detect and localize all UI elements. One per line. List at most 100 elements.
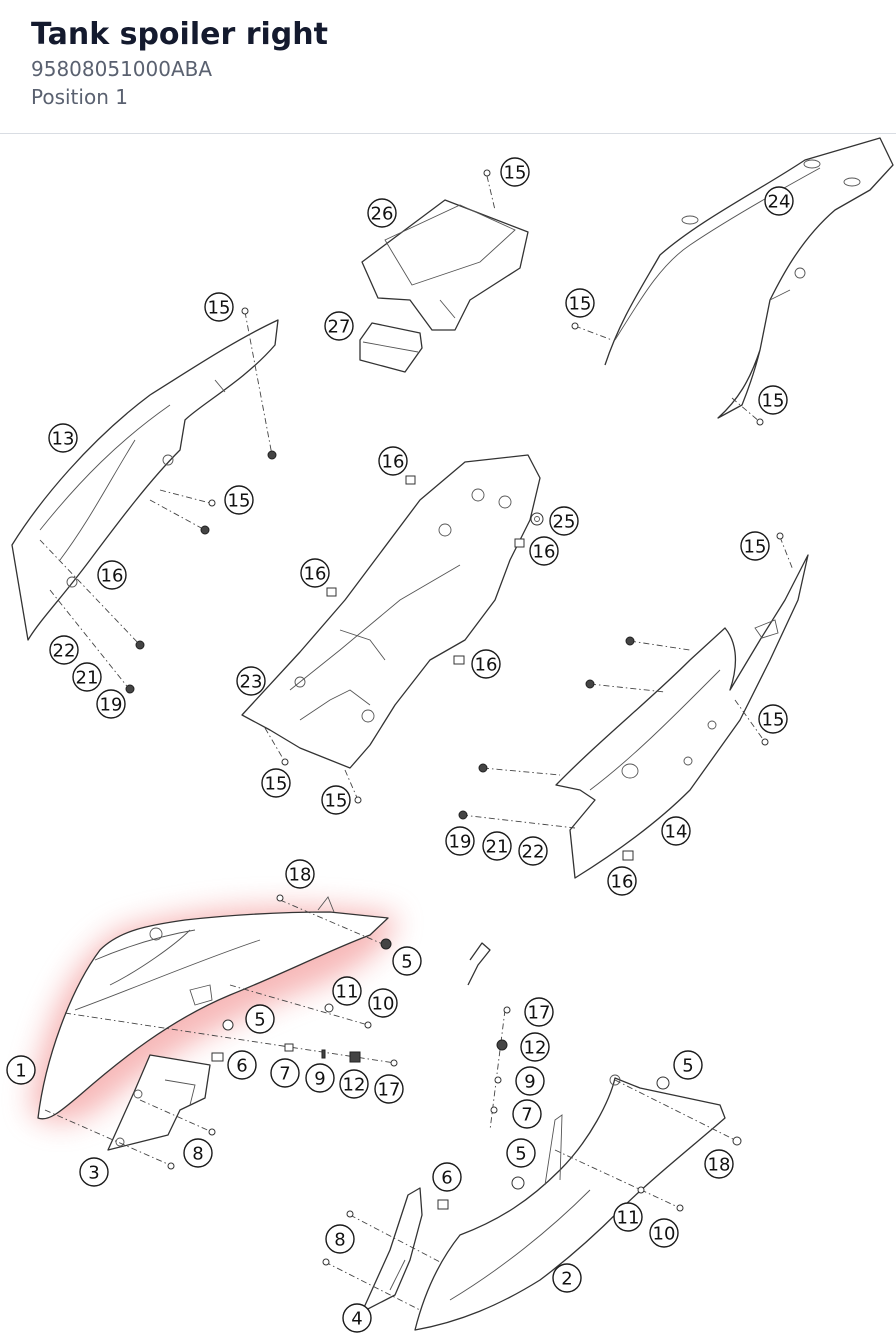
svg-text:16: 16 xyxy=(304,564,327,585)
callout-5[interactable]: 5 xyxy=(245,1004,275,1034)
callout-8[interactable]: 8 xyxy=(183,1138,213,1168)
callout-1[interactable]: 1 xyxy=(6,1055,36,1085)
callout-23[interactable]: 23 xyxy=(236,666,266,696)
callout-9[interactable]: 9 xyxy=(305,1063,335,1093)
callout-17[interactable]: 17 xyxy=(524,997,554,1027)
callout-16[interactable]: 16 xyxy=(529,536,559,566)
callout-6[interactable]: 6 xyxy=(432,1162,462,1192)
part-13-side-cover-left[interactable] xyxy=(11,319,279,641)
callout-26[interactable]: 26 xyxy=(367,198,397,228)
svg-text:5: 5 xyxy=(515,1144,526,1165)
callout-22[interactable]: 22 xyxy=(49,635,79,665)
svg-text:8: 8 xyxy=(192,1144,203,1165)
svg-text:16: 16 xyxy=(101,566,124,587)
callout-11[interactable]: 11 xyxy=(613,1202,643,1232)
callout-5[interactable]: 5 xyxy=(506,1138,536,1168)
callout-21[interactable]: 21 xyxy=(72,662,102,692)
svg-text:21: 21 xyxy=(486,837,509,858)
callout-15[interactable]: 15 xyxy=(565,288,595,318)
svg-text:5: 5 xyxy=(254,1010,265,1031)
part-23-rear-undertray[interactable] xyxy=(241,454,541,769)
svg-text:6: 6 xyxy=(441,1168,452,1189)
callout-19[interactable]: 19 xyxy=(445,826,475,856)
svg-text:16: 16 xyxy=(382,452,405,473)
callout-19[interactable]: 19 xyxy=(96,689,126,719)
svg-text:17: 17 xyxy=(528,1003,551,1024)
svg-text:18: 18 xyxy=(289,865,312,886)
page-header: Tank spoiler right 95808051000ABA Positi… xyxy=(0,0,896,134)
part-27-cover-box[interactable] xyxy=(359,322,423,373)
callout-5[interactable]: 5 xyxy=(673,1050,703,1080)
callout-3[interactable]: 3 xyxy=(79,1157,109,1187)
part-2-tank-spoiler-left[interactable] xyxy=(414,1074,726,1331)
callout-27[interactable]: 27 xyxy=(324,311,354,341)
callout-16[interactable]: 16 xyxy=(378,446,408,476)
part-3-lower-bracket[interactable] xyxy=(107,1054,211,1151)
callout-22[interactable]: 22 xyxy=(518,836,548,866)
callout-15[interactable]: 15 xyxy=(758,385,788,415)
callout-4[interactable]: 4 xyxy=(342,1303,372,1333)
svg-text:15: 15 xyxy=(762,391,785,412)
callout-18[interactable]: 18 xyxy=(285,859,315,889)
callout-7[interactable]: 7 xyxy=(270,1058,300,1088)
svg-text:13: 13 xyxy=(52,429,75,450)
part-26-storage-box[interactable] xyxy=(361,199,529,331)
svg-text:15: 15 xyxy=(504,163,527,184)
callout-10[interactable]: 10 xyxy=(649,1218,679,1248)
svg-text:12: 12 xyxy=(524,1038,547,1059)
callout-24[interactable]: 24 xyxy=(764,186,794,216)
svg-text:16: 16 xyxy=(533,542,556,563)
callout-15[interactable]: 15 xyxy=(500,157,530,187)
svg-text:3: 3 xyxy=(88,1163,99,1184)
svg-text:2: 2 xyxy=(561,1269,572,1290)
callout-15[interactable]: 15 xyxy=(321,785,351,815)
callout-21[interactable]: 21 xyxy=(482,831,512,861)
callout-9[interactable]: 9 xyxy=(515,1066,545,1096)
part-14-side-cover-right[interactable] xyxy=(555,554,809,879)
callout-16[interactable]: 16 xyxy=(97,560,127,590)
callout-16[interactable]: 16 xyxy=(300,558,330,588)
callout-14[interactable]: 14 xyxy=(661,816,691,846)
callout-13[interactable]: 13 xyxy=(48,423,78,453)
callout-15[interactable]: 15 xyxy=(261,768,291,798)
callout-15[interactable]: 15 xyxy=(204,292,234,322)
svg-text:15: 15 xyxy=(569,294,592,315)
svg-text:5: 5 xyxy=(401,952,412,973)
callout-12[interactable]: 12 xyxy=(339,1069,369,1099)
callout-6[interactable]: 6 xyxy=(227,1050,257,1080)
callout-15[interactable]: 15 xyxy=(224,485,254,515)
callout-8[interactable]: 8 xyxy=(325,1224,355,1254)
svg-text:26: 26 xyxy=(371,204,394,225)
svg-text:9: 9 xyxy=(314,1069,325,1090)
callout-25[interactable]: 25 xyxy=(549,506,579,536)
callout-11[interactable]: 11 xyxy=(332,976,362,1006)
callout-15[interactable]: 15 xyxy=(740,531,770,561)
callout-17[interactable]: 17 xyxy=(374,1074,404,1104)
svg-text:10: 10 xyxy=(653,1224,676,1245)
svg-text:22: 22 xyxy=(53,641,76,662)
svg-text:9: 9 xyxy=(524,1072,535,1093)
svg-text:10: 10 xyxy=(372,994,395,1015)
callout-12[interactable]: 12 xyxy=(520,1032,550,1062)
svg-text:7: 7 xyxy=(279,1064,290,1085)
svg-text:15: 15 xyxy=(208,298,231,319)
callout-5[interactable]: 5 xyxy=(392,946,422,976)
part-24-grab-handle[interactable] xyxy=(604,137,894,419)
callout-18[interactable]: 18 xyxy=(704,1149,734,1179)
svg-text:6: 6 xyxy=(236,1056,247,1077)
part-1-tank-spoiler-right[interactable] xyxy=(37,896,389,1120)
svg-text:15: 15 xyxy=(228,491,251,512)
callout-7[interactable]: 7 xyxy=(512,1099,542,1129)
svg-text:24: 24 xyxy=(768,192,791,213)
callout-16[interactable]: 16 xyxy=(471,649,501,679)
callout-16[interactable]: 16 xyxy=(607,866,637,896)
callout-15[interactable]: 15 xyxy=(758,704,788,734)
svg-text:1: 1 xyxy=(15,1061,26,1082)
svg-text:12: 12 xyxy=(343,1075,366,1096)
svg-text:25: 25 xyxy=(553,512,576,533)
part-4-lower-bracket[interactable] xyxy=(361,1187,423,1313)
svg-text:11: 11 xyxy=(336,982,359,1003)
svg-text:5: 5 xyxy=(682,1056,693,1077)
callout-2[interactable]: 2 xyxy=(552,1263,582,1293)
callout-10[interactable]: 10 xyxy=(368,988,398,1018)
